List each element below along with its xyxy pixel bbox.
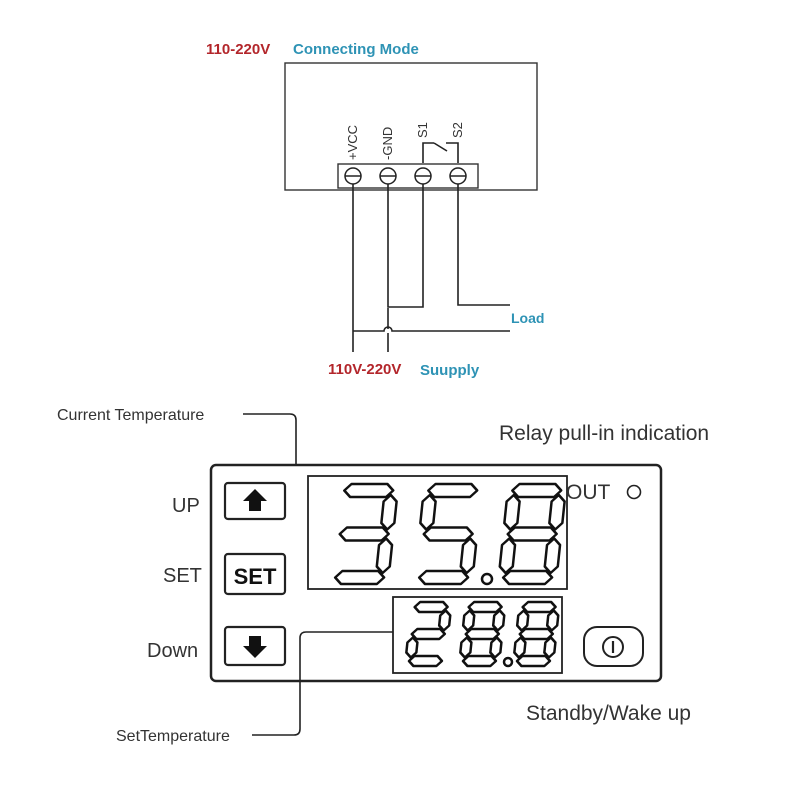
- screw-terminal-s2: [449, 167, 467, 185]
- segment-e: [405, 636, 419, 659]
- digit-8: [498, 482, 566, 586]
- terminal-label-s1: S1: [415, 122, 430, 138]
- decimal-point: [502, 656, 514, 668]
- segment-a: [467, 600, 503, 614]
- set-button[interactable]: SET: [223, 552, 287, 596]
- segment-f: [461, 609, 476, 632]
- wire-gnd-s1: [387, 184, 424, 308]
- segment-b: [437, 609, 452, 632]
- supply-voltage-label: 110V-220V: [328, 361, 401, 378]
- standby-label: Standby/Wake up: [526, 702, 691, 725]
- wire-s2-load: [457, 184, 510, 306]
- arrow-up-icon: [243, 489, 267, 511]
- segment-d: [417, 569, 470, 586]
- set-label: SET: [163, 565, 202, 587]
- wiring-voltage-title: 110-220V: [206, 41, 270, 58]
- out-label: OUT: [566, 481, 611, 504]
- digit-2: [405, 600, 452, 668]
- segment-d: [515, 654, 552, 668]
- terminal-label-s2: S2: [450, 122, 465, 138]
- segment-f: [419, 493, 437, 531]
- standby-button[interactable]: [583, 626, 644, 667]
- screw-terminal-s1: [414, 167, 432, 185]
- segment-g: [506, 526, 558, 542]
- load-label: Load: [511, 310, 544, 326]
- segment-f: [515, 609, 530, 632]
- segment-g: [338, 526, 390, 542]
- segment-b: [545, 609, 560, 632]
- decimal-point: [480, 572, 494, 586]
- screw-terminal-gnd: [379, 167, 397, 185]
- up-label: UP: [172, 495, 200, 517]
- digit-8: [459, 600, 506, 668]
- set-temperature-digits: [405, 600, 560, 668]
- segment-b: [380, 493, 398, 531]
- segment-e: [459, 636, 473, 659]
- segment-g: [410, 627, 447, 641]
- segment-c: [459, 537, 478, 575]
- segment-a: [521, 600, 557, 614]
- segment-c: [375, 537, 394, 575]
- segment-b: [491, 609, 506, 632]
- segment-c: [543, 636, 557, 659]
- segment-d: [501, 569, 554, 586]
- segment-a: [413, 600, 449, 614]
- digit-5: [417, 482, 479, 586]
- segment-e: [498, 537, 517, 575]
- wiring-mode-title: Connecting Mode: [293, 41, 419, 58]
- down-label: Down: [147, 640, 198, 662]
- relay-switch-lines: [422, 142, 459, 163]
- set-button-label: SET: [234, 564, 277, 589]
- segment-d: [333, 569, 386, 586]
- up-button[interactable]: [223, 481, 287, 521]
- terminal-label-gnd: -GND: [380, 127, 395, 160]
- out-indicator-led: [626, 484, 642, 500]
- down-button[interactable]: [223, 625, 287, 667]
- segment-b: [548, 493, 566, 531]
- screw-terminals: [344, 167, 467, 185]
- segment-a: [511, 482, 563, 499]
- current-temperature-label: Current Temperature: [57, 407, 204, 424]
- screw-terminal-vcc: [344, 167, 362, 185]
- segment-f: [503, 493, 521, 531]
- wire-supply-load: [353, 326, 510, 332]
- current-temperature-digits: [333, 482, 566, 586]
- set-temperature-label: SetTemperature: [116, 728, 230, 745]
- segment-a: [427, 482, 479, 499]
- arrow-down-icon: [243, 636, 267, 658]
- digit-8: [513, 600, 560, 668]
- relay-indication-label: Relay pull-in indication: [499, 422, 709, 445]
- terminal-labels: +VCC -GND S1 S2: [345, 122, 465, 160]
- relay-switch-contact: [433, 142, 448, 152]
- segment-g: [464, 627, 501, 641]
- segment-d: [407, 654, 444, 668]
- segment-c: [489, 636, 503, 659]
- segment-g: [422, 526, 474, 542]
- segment-e: [513, 636, 527, 659]
- current-temperature-leader: [243, 413, 308, 536]
- set-temperature-leader: [252, 631, 393, 736]
- supply-label: Suupply: [420, 362, 480, 379]
- segment-g: [518, 627, 555, 641]
- terminal-label-vcc: +VCC: [345, 125, 360, 160]
- segment-a: [343, 482, 395, 499]
- segment-d: [461, 654, 498, 668]
- digit-3: [333, 482, 398, 586]
- wiring-lines: [352, 184, 510, 352]
- power-icon: [602, 636, 624, 658]
- segment-c: [543, 537, 562, 575]
